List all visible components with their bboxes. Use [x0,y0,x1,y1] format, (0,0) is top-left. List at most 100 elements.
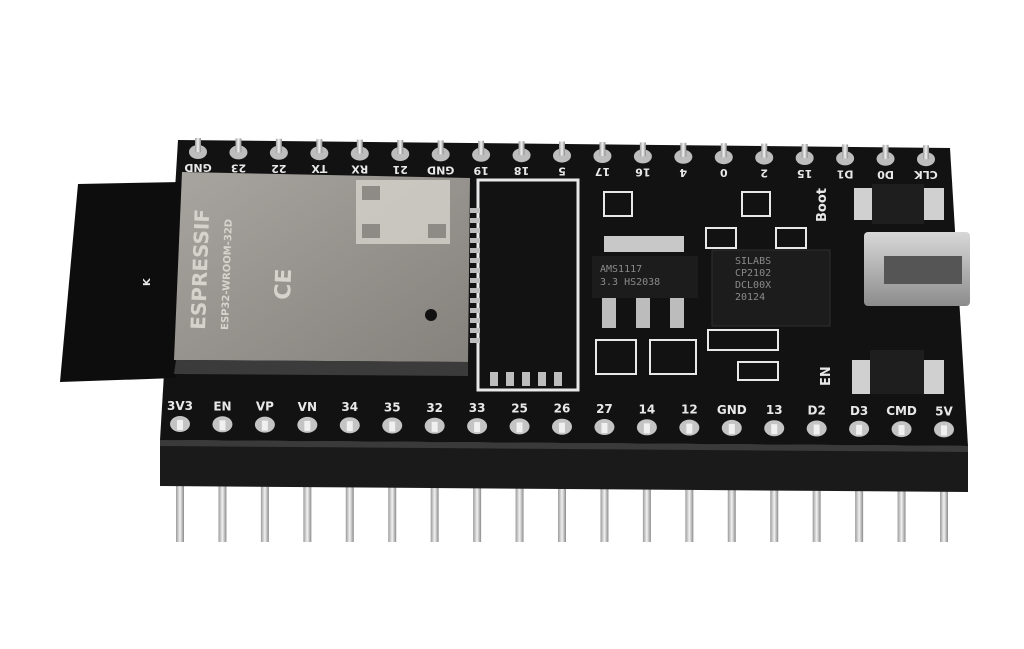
header-pin-leg [855,486,864,542]
bottom-pin-label: 14 [639,402,656,416]
qr-finder [362,224,380,238]
antenna-mark: K [142,277,153,286]
top-pin-label: 5 [558,165,566,178]
qr-finder [428,224,446,238]
header-pin-leg [515,486,524,542]
top-pin-label: TX [311,162,328,175]
module-pad [470,268,480,273]
bottom-pin-label: VP [256,400,274,414]
header-pin-leg [218,486,227,542]
top-pin-label: 18 [514,164,529,177]
component-outline [649,339,697,375]
top-pin [478,140,485,155]
top-pin-label: 23 [231,161,246,174]
regulator-leg [670,298,684,328]
top-pin [639,142,646,157]
header-pin-leg [727,486,736,542]
top-pin [397,140,404,154]
bottom-pin-label: 33 [469,401,486,415]
keepout-outline [476,178,580,392]
bottom-pin-label: 5V [935,404,953,418]
top-pin-label: 17 [595,165,610,178]
en-button [870,350,924,394]
header-pin-leg [473,486,482,542]
module-pad [522,372,530,386]
top-pin [275,138,282,153]
top-pin-label: 15 [797,167,812,180]
top-pin-label: 16 [635,165,651,178]
component-outline [707,329,779,351]
top-pin [842,144,849,159]
header-pin-legs [176,486,948,542]
header-pin-leg [176,486,184,542]
bottom-pin-label: CMD [886,404,917,418]
top-pin-label: RX [351,163,368,176]
header-pin-leg [388,486,397,542]
top-pin-label: 2 [760,167,768,180]
top-pin [518,141,525,156]
header-edge [160,440,968,452]
bottom-pin [559,422,565,433]
module-pad [470,228,480,233]
component-outline [705,227,737,249]
header-pin-leg [642,486,651,542]
header-pin-leg [770,486,779,542]
module-pad [506,372,514,386]
module-pad [538,372,546,386]
header-pin-leg [558,486,566,542]
component-outline [775,227,807,249]
module-brand: ESPRESSIF [186,209,214,331]
antenna-section [60,182,182,382]
header-pin-leg [303,486,312,542]
module-pad [470,328,480,333]
bottom-pin-label: 34 [341,400,358,414]
header-pin-leg [685,486,694,542]
bottom-pin [389,421,396,432]
bottom-pin-label: 3V3 [167,399,193,413]
top-pin-label: D0 [877,168,894,181]
regulator-tab [604,236,684,252]
bottom-pin [898,425,905,436]
bottom-pin [813,424,820,435]
usb-chip-line4: 20124 [735,292,765,303]
bottom-pin [686,423,693,434]
cp2102-usb-chip [711,249,831,327]
top-pin-label: 19 [473,164,488,177]
top-pin [599,142,606,156]
top-pin [923,145,929,160]
bottom-pin [728,423,735,434]
top-pin-label: 22 [271,162,286,175]
top-pin [356,139,363,154]
bottom-pin [771,424,778,435]
module-pad [470,288,480,293]
module-pad [470,258,480,263]
bottom-pin-label: D2 [808,404,826,418]
bottom-pin-label: 13 [766,403,783,417]
module-castellations [174,360,468,376]
bottom-pin-label: 35 [384,401,401,415]
led-outline [737,361,779,381]
regulator-line1: AMS1117 [600,264,642,275]
top-pin [801,144,808,158]
bottom-pin-label: 26 [554,402,571,416]
transistor-outline [603,191,633,217]
module-pad [470,298,480,303]
bottom-pin [856,424,863,435]
bottom-pin [643,423,650,434]
boot-label: Boot [815,188,830,222]
ce-mark: CE [271,268,297,300]
bottom-pin [474,422,481,433]
top-pin-label: 4 [679,166,687,179]
module-model: ESP32-WROOM-32D [220,219,235,330]
module-pad [470,218,480,223]
header-pin-leg [940,486,948,542]
transistor-outline [741,191,771,217]
header-pin-leg [430,486,439,542]
module-pad [554,372,562,386]
top-pin-label: 21 [393,163,408,176]
module-pad [470,338,480,343]
module-pad [470,278,480,283]
bottom-pin-label: 25 [511,401,528,415]
